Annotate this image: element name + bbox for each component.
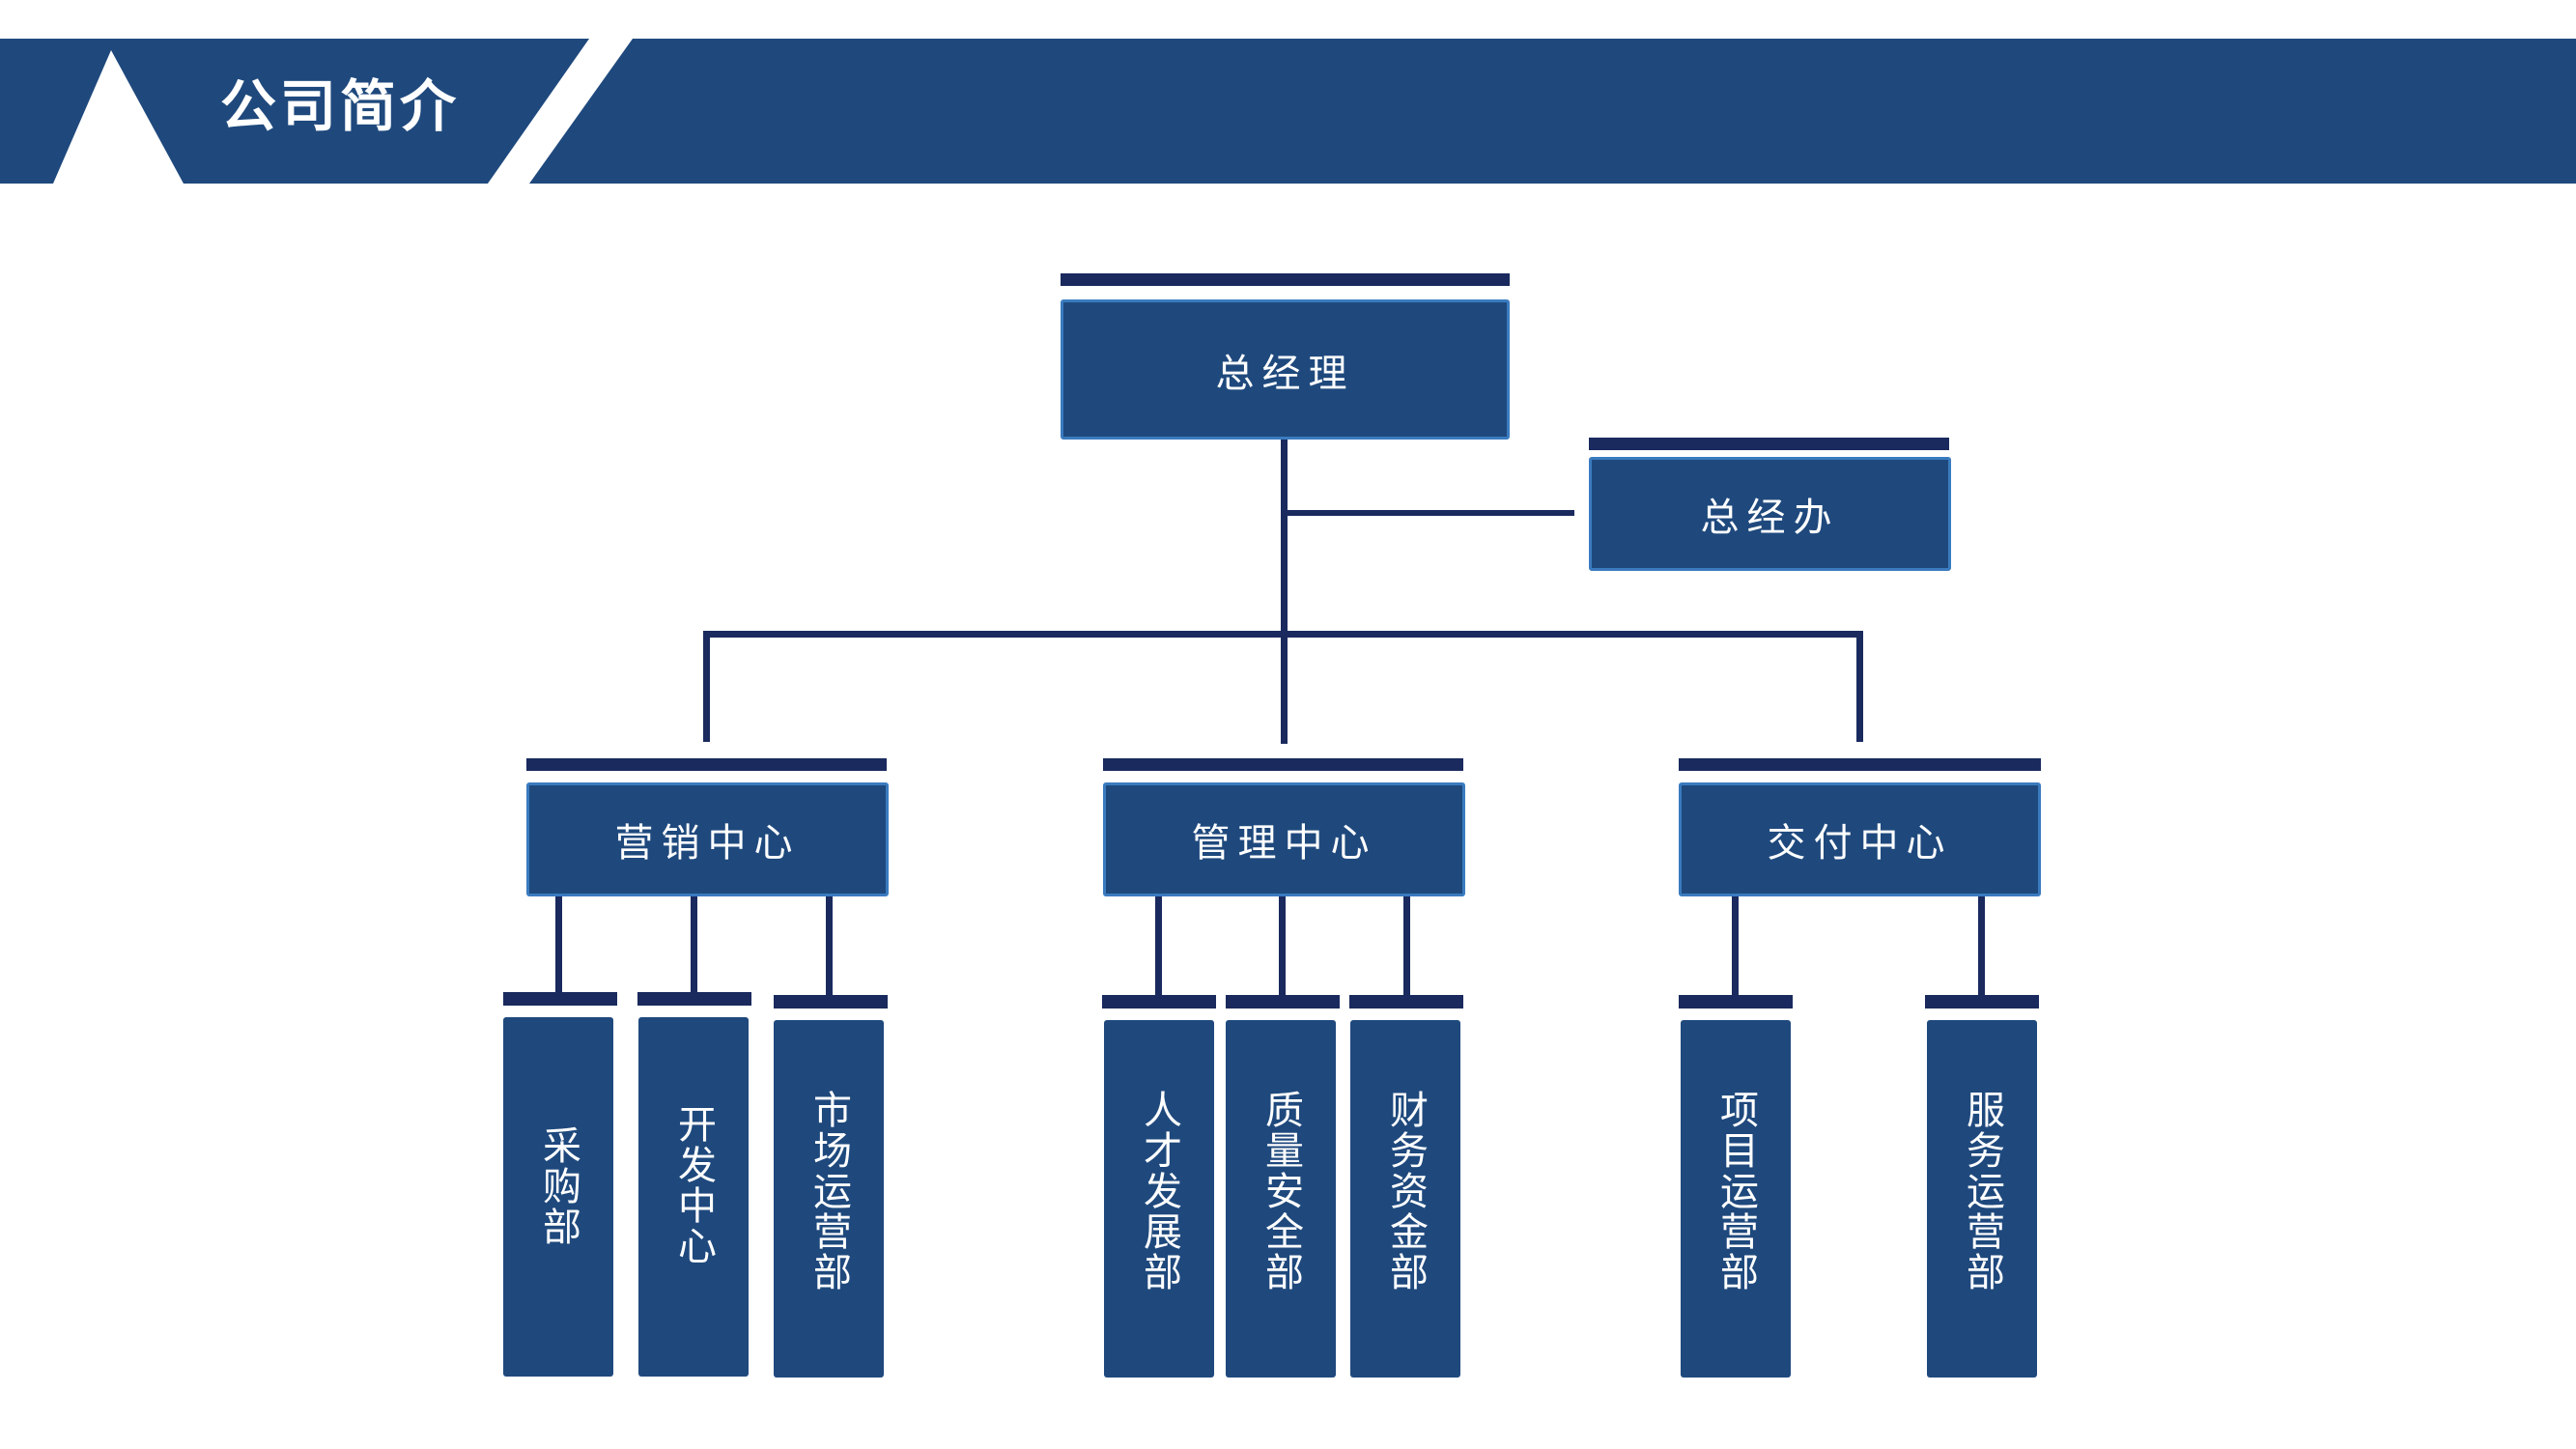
org-node-marketing-center: 营销中心 (526, 782, 889, 896)
cap-dept-finance (1349, 995, 1463, 1009)
connector-dept-market-ops (826, 894, 833, 998)
org-dept-quality-label: 质量安全部 (1259, 1090, 1303, 1293)
org-node-delivery-center: 交付中心 (1679, 782, 2041, 896)
connector-dept-finance (1403, 894, 1410, 998)
cap-dept-market-ops (774, 995, 888, 1009)
connector-dept-service-ops (1978, 894, 1985, 998)
org-dept-project-ops-label: 项目运营部 (1713, 1090, 1758, 1293)
page-title: 公司简介 (220, 73, 461, 139)
cap-dept-quality (1226, 995, 1340, 1009)
cap-dept-project-ops (1679, 995, 1793, 1009)
org-dept-service-ops-label: 服务运营部 (1960, 1090, 2004, 1293)
connector-dept-purchase (555, 894, 562, 998)
org-dept-purchase-label: 采购部 (536, 1125, 580, 1247)
org-dept-talent-label: 人才发展部 (1137, 1090, 1181, 1293)
connector-delivery-drop (1856, 631, 1863, 742)
org-dept-quality: 质量安全部 (1226, 1020, 1336, 1378)
org-dept-development-label: 开发中心 (671, 1104, 716, 1266)
connector-marketing-drop (703, 631, 710, 742)
header-band (0, 39, 2576, 184)
org-dept-talent: 人才发展部 (1104, 1020, 1214, 1378)
connector-center-bus (703, 631, 1862, 638)
org-dept-market-ops: 市场运营部 (774, 1020, 884, 1378)
org-dept-service-ops: 服务运营部 (1927, 1020, 2037, 1378)
connector-dept-talent (1155, 894, 1162, 998)
cap-dept-service-ops (1925, 995, 2039, 1009)
org-dept-project-ops: 项目运营部 (1681, 1020, 1791, 1378)
cap-marketing (526, 758, 887, 771)
connector-dept-project-ops (1732, 894, 1739, 998)
org-dept-purchase: 采购部 (503, 1017, 613, 1377)
connector-dept-quality (1279, 894, 1286, 998)
org-node-management-center: 管理中心 (1103, 782, 1465, 896)
header-right-shape (529, 39, 2576, 184)
cap-dept-development (637, 992, 751, 1006)
org-node-office: 总经办 (1589, 457, 1951, 571)
cap-management (1103, 758, 1463, 771)
cap-office (1589, 438, 1949, 450)
cap-root (1061, 273, 1510, 286)
cap-dept-purchase (503, 992, 617, 1006)
cap-delivery (1679, 758, 2041, 771)
connector-root-trunk (1281, 415, 1288, 744)
header-left-shape (0, 39, 589, 184)
org-dept-finance: 财务资金部 (1350, 1020, 1460, 1378)
org-dept-development: 开发中心 (638, 1017, 749, 1377)
org-dept-finance-label: 财务资金部 (1383, 1090, 1428, 1293)
connector-office-branch (1285, 510, 1574, 516)
connector-dept-development (691, 894, 697, 998)
org-node-root: 总经理 (1061, 299, 1510, 440)
org-dept-market-ops-label: 市场运营部 (807, 1090, 851, 1293)
cap-dept-talent (1102, 995, 1216, 1009)
